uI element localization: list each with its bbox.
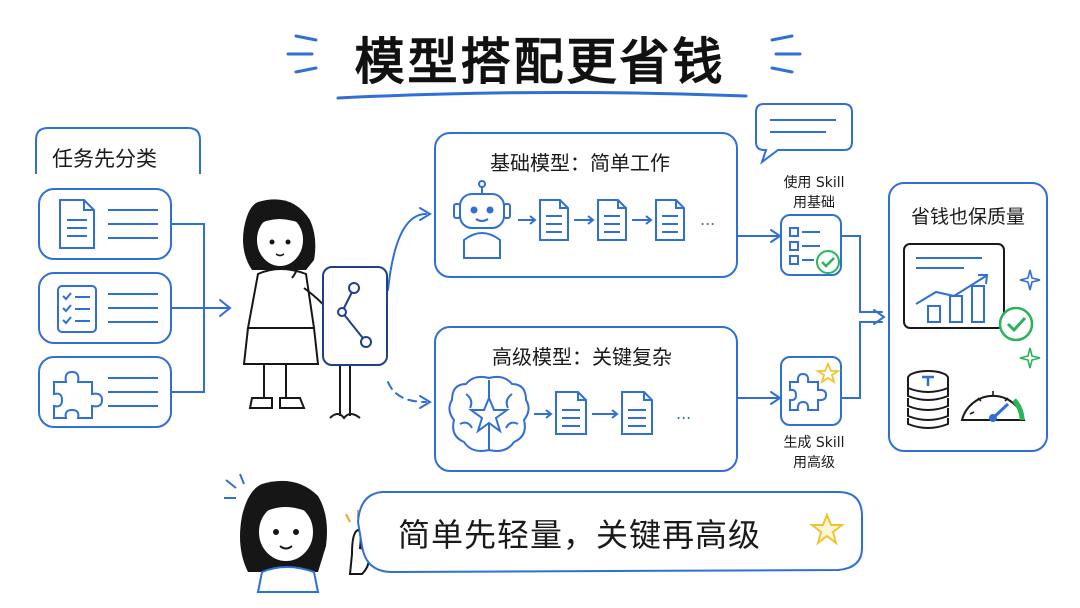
skill-basic-box[interactable] bbox=[780, 214, 842, 276]
switch-stand bbox=[330, 366, 370, 422]
puzzle-star-icon bbox=[780, 356, 842, 426]
switch-lever-icon bbox=[322, 266, 388, 366]
girl-pointing-illustration bbox=[222, 472, 372, 592]
basic-model-title: 基础模型：简单工作 bbox=[490, 147, 670, 176]
result-title: 省钱也保质量 bbox=[888, 202, 1048, 229]
speed-gauge-icon bbox=[956, 374, 1030, 428]
advanced-doc-flow bbox=[532, 386, 692, 438]
basic-model-card[interactable]: 基础模型：简单工作 ... bbox=[434, 132, 738, 278]
star-icon bbox=[810, 512, 844, 546]
coin-stack-icon bbox=[904, 366, 954, 430]
advanced-model-card[interactable]: 高级模型：关键复杂 ... bbox=[434, 326, 738, 472]
advanced-ellipsis: ... bbox=[676, 404, 691, 423]
slogan-text: 简单先轻量，关键再高级 bbox=[398, 510, 761, 556]
brain-star-icon bbox=[444, 370, 534, 460]
routing-switch-board[interactable] bbox=[322, 266, 388, 366]
basic-ellipsis: ... bbox=[700, 210, 715, 229]
robot-icon bbox=[450, 180, 514, 266]
advanced-model-title: 高级模型：关键复杂 bbox=[492, 341, 672, 370]
skill-advanced-box[interactable] bbox=[780, 356, 842, 426]
checklist-check-icon bbox=[780, 214, 842, 276]
basic-doc-flow bbox=[516, 194, 716, 244]
sparkle-icons bbox=[1018, 266, 1048, 376]
speech-bubble-icon bbox=[748, 98, 858, 168]
result-card[interactable]: 省钱也保质量 bbox=[888, 182, 1048, 452]
